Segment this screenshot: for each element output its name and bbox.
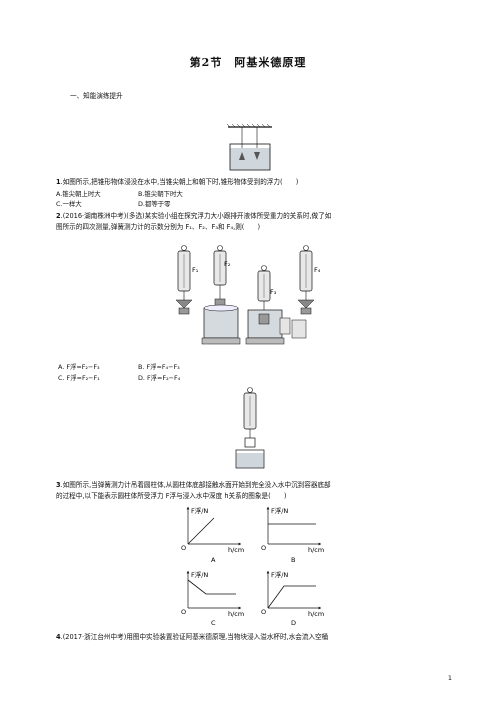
q1-option-d[interactable]: D.都等于零 — [138, 200, 171, 208]
graph-a-letter: A — [211, 556, 216, 564]
q2-option-d[interactable]: D. F浮=F₂−F₄ — [138, 374, 181, 382]
spring-scale-1 — [175, 245, 193, 315]
graph-d-ylabel: F浮/N — [271, 570, 288, 579]
q2-stem-line2: 图所示的四次测量,弹簧测力计的示数分别为 F₁、F₂、F₃和 F₄,则( ) — [56, 223, 261, 231]
q2-option-a[interactable]: A. F浮=F₂−F₃ — [58, 363, 100, 371]
q1-option-b[interactable]: B.锥尖朝下时大 — [138, 190, 183, 198]
q2-stem-line1: 2.(2016·湖南株洲中考)(多选)某实验小组在探究浮力大小跟排开液体所受重力… — [56, 212, 331, 221]
graph-d-letter: D — [291, 619, 296, 626]
f2-label: F₂ — [224, 260, 231, 268]
q1-text: .如图所示,把锥形物体浸没在水中,当锥尖朝上和朝下时,锥形物体受到的浮力( ) — [60, 178, 299, 186]
graph-a-origin: O — [181, 544, 186, 552]
q2-option-c[interactable]: C. F浮=F₂−F₁ — [58, 374, 100, 382]
graph-d-origin: O — [261, 608, 266, 616]
q1-figure — [226, 123, 272, 171]
graph-b-xlabel: h/cm — [308, 546, 324, 554]
f1-label: F₁ — [192, 266, 199, 274]
q1-number: 1 — [56, 178, 61, 186]
q4-text-1: .(2017·浙江台州中考)用图中实验装置验证阿基米德原理,当物块浸入溢水杯时,… — [60, 633, 329, 641]
graph-d-xlabel: h/cm — [308, 610, 324, 618]
q2-number: 2 — [56, 212, 61, 220]
graph-d[interactable]: F浮/N h/cm O D — [261, 570, 324, 626]
graph-a-xlabel: h/cm — [228, 546, 244, 554]
graph-c[interactable]: F浮/N h/cm O C — [181, 570, 244, 626]
q4-number: 4 — [56, 633, 61, 641]
q3-text-1: .如图所示,当弹簧测力计吊着圆柱体,从圆柱体底部接触水面开始到完全没入水中沉到容… — [60, 481, 331, 489]
q3-figure — [235, 387, 265, 469]
q2-figure: F₁ F₂ F₃ F₄ — [175, 245, 321, 345]
q1-stem: 1.如图所示,把锥形物体浸没在水中,当锥尖朝上和朝下时,锥形物体受到的浮力( ) — [56, 178, 298, 187]
graph-b-ylabel: F浮/N — [271, 506, 288, 515]
section-heading: 一、知能演练提升 — [70, 92, 123, 100]
q2-option-b[interactable]: B. F浮=F₄−F₃ — [138, 363, 180, 371]
page-title: 第2节 阿基米德原理 — [189, 56, 307, 69]
q3-stem-line2: 的过程中,以下能表示圆柱体所受浮力 F浮与浸入水中深度 h关系的图象是( ) — [56, 492, 287, 500]
spring-scale-2 — [201, 245, 241, 345]
graph-b-origin: O — [261, 544, 266, 552]
graph-a-ylabel: F浮/N — [191, 506, 208, 515]
spring-scale-3 — [245, 265, 291, 345]
q3-graphs: F浮/N h/cm O A F浮/N h/cm O B F浮/N h/cm O … — [181, 506, 324, 626]
q4-stem-line1: 4.(2017·浙江台州中考)用图中实验装置验证阿基米德原理,当物块浸入溢水杯时… — [56, 633, 328, 642]
page-number: 1 — [447, 674, 452, 682]
q1-option-c[interactable]: C.一样大 — [56, 200, 82, 208]
f4-label: F₄ — [314, 266, 321, 274]
f3-label: F₃ — [270, 288, 277, 296]
graph-a[interactable]: F浮/N h/cm O A — [181, 506, 244, 564]
graph-b-letter: B — [291, 556, 295, 564]
graph-b[interactable]: F浮/N h/cm O B — [261, 506, 324, 564]
spring-scale-4 — [291, 245, 315, 339]
graph-c-letter: C — [211, 619, 216, 626]
q1-option-a[interactable]: A.锥尖朝上时大 — [56, 190, 101, 198]
graph-c-ylabel: F浮/N — [191, 570, 208, 579]
graph-c-xlabel: h/cm — [228, 610, 244, 618]
q3-number: 3 — [56, 481, 61, 489]
q2-text-1: .(2016·湖南株洲中考)(多选)某实验小组在探究浮力大小跟排开液体所受重力的… — [60, 212, 332, 220]
q3-stem-line1: 3.如图所示,当弹簧测力计吊着圆柱体,从圆柱体底部接触水面开始到完全没入水中沉到… — [56, 481, 331, 490]
graph-c-origin: O — [181, 608, 186, 616]
